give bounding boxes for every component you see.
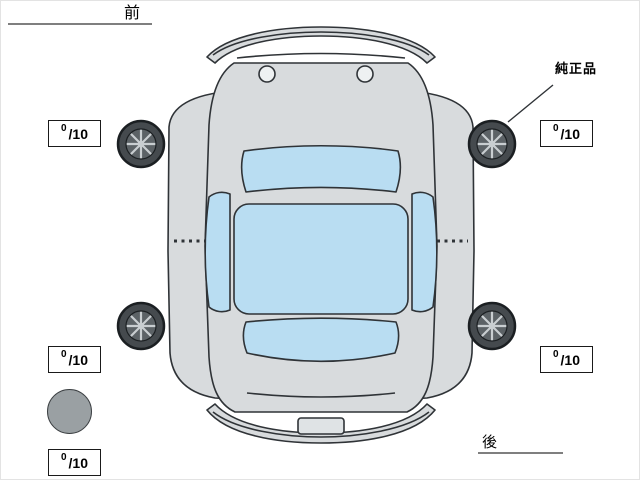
rear-window-glass (242, 317, 400, 363)
genuine-part-leader-line (507, 84, 554, 123)
rating-denominator: /10 (68, 351, 89, 368)
rating-score: 0 (60, 349, 67, 360)
rating-score: 0 (552, 123, 559, 134)
rating-box-front-right: 0 /10 (540, 120, 593, 147)
genuine-part-label: 純正品 (555, 61, 598, 76)
rating-denominator: /10 (560, 125, 581, 142)
rating-box-rear-right: 0 /10 (540, 346, 593, 373)
rating-denominator: /10 (68, 125, 89, 142)
windshield-glass (240, 144, 402, 193)
wheel-front-right-icon (467, 119, 517, 169)
roof-glass (233, 203, 409, 315)
front-bumper-stripe (212, 31, 430, 56)
rating-box-spare: 0 /10 (48, 449, 101, 476)
rating-score: 0 (552, 349, 559, 360)
front-label: 前 (124, 5, 141, 22)
hood-detail-right (356, 65, 374, 83)
license-plate (297, 417, 345, 435)
rating-score: 0 (60, 452, 67, 463)
rear-label: 後 (482, 434, 498, 451)
cowl-line (236, 52, 406, 59)
rear-bumper (206, 403, 436, 444)
wheel-front-left-icon (116, 119, 166, 169)
rating-denominator: /10 (68, 454, 89, 471)
wheel-rear-left-icon (116, 301, 166, 351)
rating-box-front-left: 0 /10 (48, 120, 101, 147)
side-window-left (204, 191, 231, 313)
trunk-seam (246, 392, 396, 398)
rear-bumper-stripe (212, 411, 430, 438)
rating-denominator: /10 (560, 351, 581, 368)
rating-box-rear-left: 0 /10 (48, 346, 101, 373)
wheel-rear-right-icon (467, 301, 517, 351)
glass-areas (204, 144, 438, 363)
hood-detail-left (258, 65, 276, 83)
spare-tire-icon (47, 389, 92, 434)
side-window-right (411, 191, 438, 313)
rating-score: 0 (60, 123, 67, 134)
